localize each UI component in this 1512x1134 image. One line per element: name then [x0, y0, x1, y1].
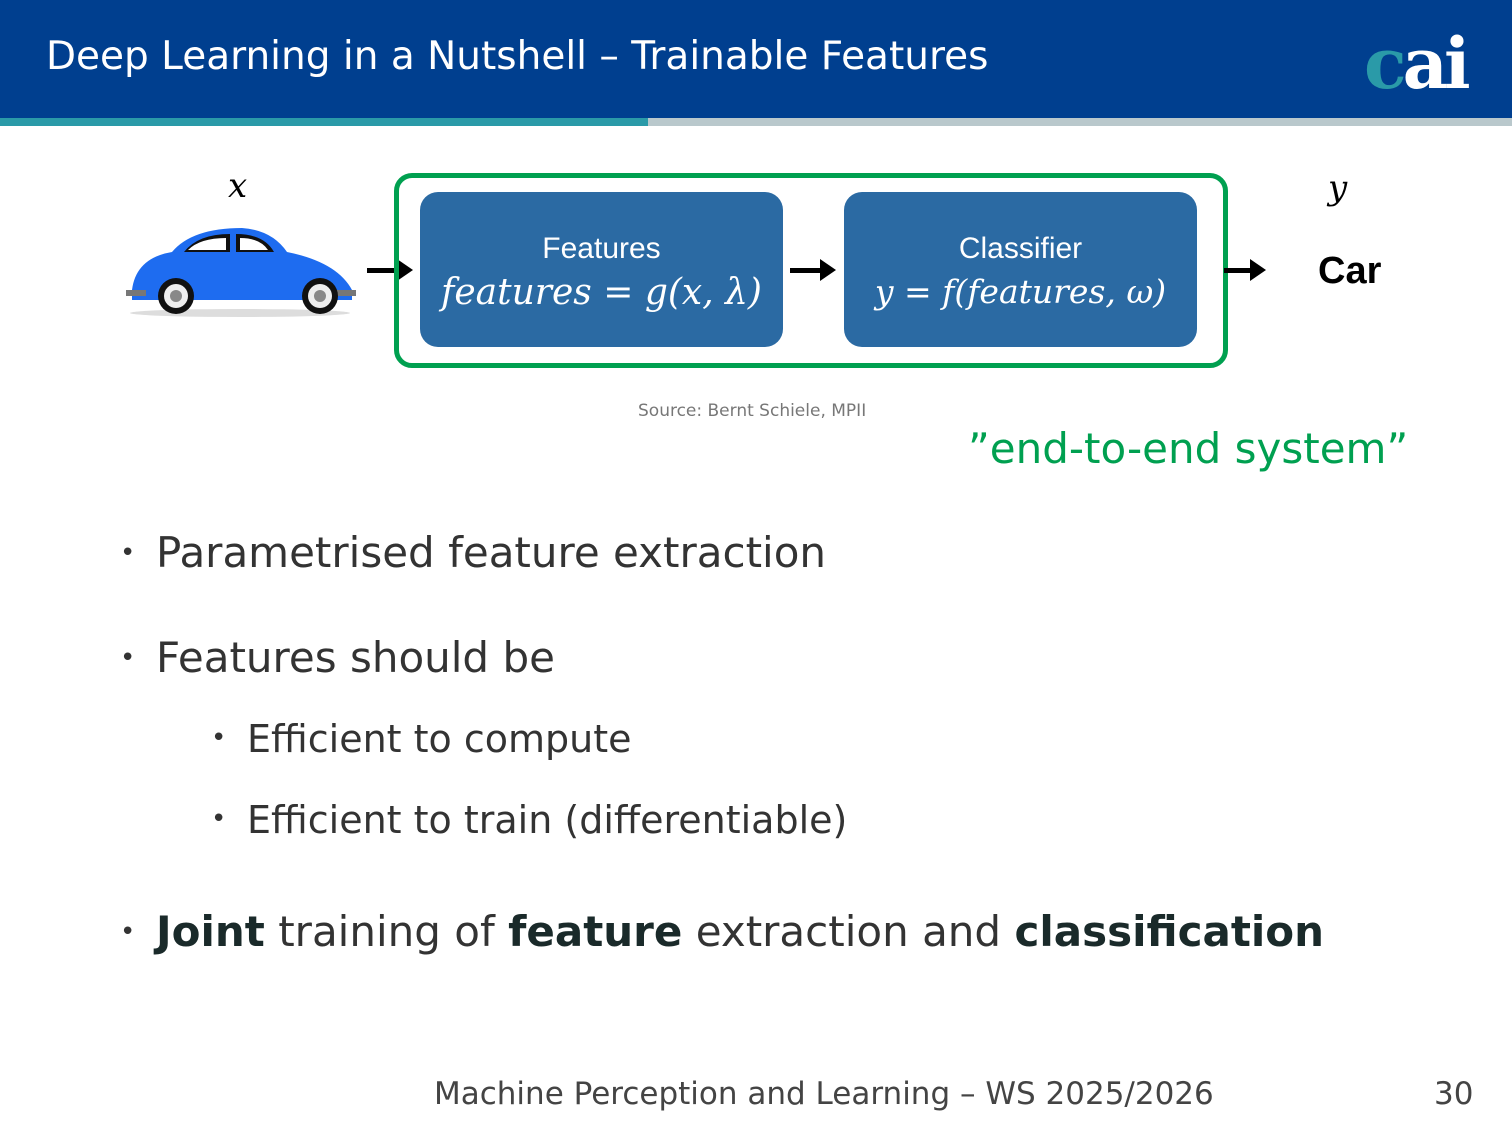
input-label: x	[228, 166, 248, 206]
arrow-icon	[1224, 259, 1266, 281]
bullet-text: extraction and	[682, 907, 1015, 956]
bullet-item: • Joint training of feature extraction an…	[120, 907, 1325, 956]
sub-bullet-item: • Efficient to train (differentiable)	[211, 798, 848, 842]
footer-text: Machine Perception and Learning – WS 202…	[434, 1076, 1214, 1112]
features-box: Features features = g(x, λ)	[420, 192, 783, 347]
classifier-title: Classifier	[958, 232, 1083, 265]
output-value: Car	[1318, 250, 1382, 292]
bullet-emph: classification	[1014, 907, 1325, 956]
slide-title: Deep Learning in a Nutshell – Trainable …	[46, 34, 989, 79]
bullet-text: Parametrised feature extraction	[156, 528, 827, 577]
bullet-dot: •	[120, 538, 136, 568]
bullet-text: Efficient to compute	[247, 717, 632, 761]
page-number: 30	[1434, 1076, 1474, 1112]
arrow-icon	[367, 259, 413, 281]
cai-logo: cai	[1364, 22, 1471, 105]
accent-bar-grey	[648, 118, 1512, 126]
bullet-dot: •	[211, 723, 227, 753]
bullet-emph: Joint	[156, 907, 265, 956]
classifier-box: Classifier y = f(features, ω)	[844, 192, 1197, 347]
output-label: y	[1328, 168, 1348, 208]
bullet-dot: •	[211, 804, 227, 834]
accent-bar	[0, 118, 648, 126]
bullet-text: Efficient to train (differentiable)	[247, 798, 848, 842]
end-to-end-annotation: ”end-to-end system”	[968, 424, 1409, 473]
features-title: Features	[542, 232, 661, 265]
classifier-formula: y = f(features, ω)	[874, 272, 1167, 311]
sub-bullet-item: • Efficient to compute	[211, 717, 632, 761]
bullet-text: Features should be	[156, 633, 555, 682]
bullet-item: • Parametrised feature extraction	[120, 528, 827, 577]
bullet-emph: feature	[508, 907, 683, 956]
bullet-dot: •	[120, 917, 136, 947]
bullet-item: • Features should be	[120, 633, 555, 682]
arrow-icon	[790, 259, 836, 281]
source-caption: Source: Bernt Schiele, MPII	[638, 401, 867, 421]
car-image	[126, 228, 356, 317]
slide-header: Deep Learning in a Nutshell – Trainable …	[0, 0, 1512, 118]
features-formula: features = g(x, λ)	[441, 272, 762, 313]
bullet-text: training of	[264, 907, 509, 956]
bullet-dot: •	[120, 643, 136, 673]
